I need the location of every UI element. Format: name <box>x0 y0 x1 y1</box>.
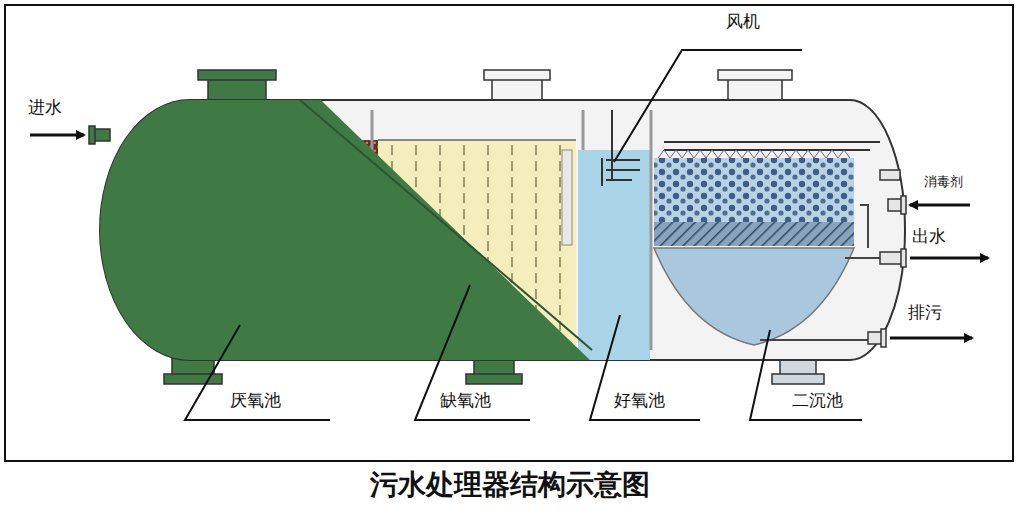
pipe-connections <box>89 126 906 347</box>
part-label: 消毒剂 <box>924 174 963 190</box>
part-label: 进水 <box>28 97 62 117</box>
diagram-title: 污水处理器结构示意图 <box>370 468 650 502</box>
flow-arrows <box>30 135 988 338</box>
tank-interior <box>0 80 880 362</box>
part-label: 风机 <box>726 11 760 31</box>
part-label: 厌氧池 <box>230 390 281 410</box>
part-label: 好氧池 <box>614 390 665 410</box>
part-label: 缺氧池 <box>440 390 491 410</box>
part-label: 排污 <box>908 302 942 322</box>
part-label: 二沉池 <box>792 390 843 410</box>
part-label: 出水 <box>912 226 946 246</box>
leader-lines <box>185 50 862 420</box>
